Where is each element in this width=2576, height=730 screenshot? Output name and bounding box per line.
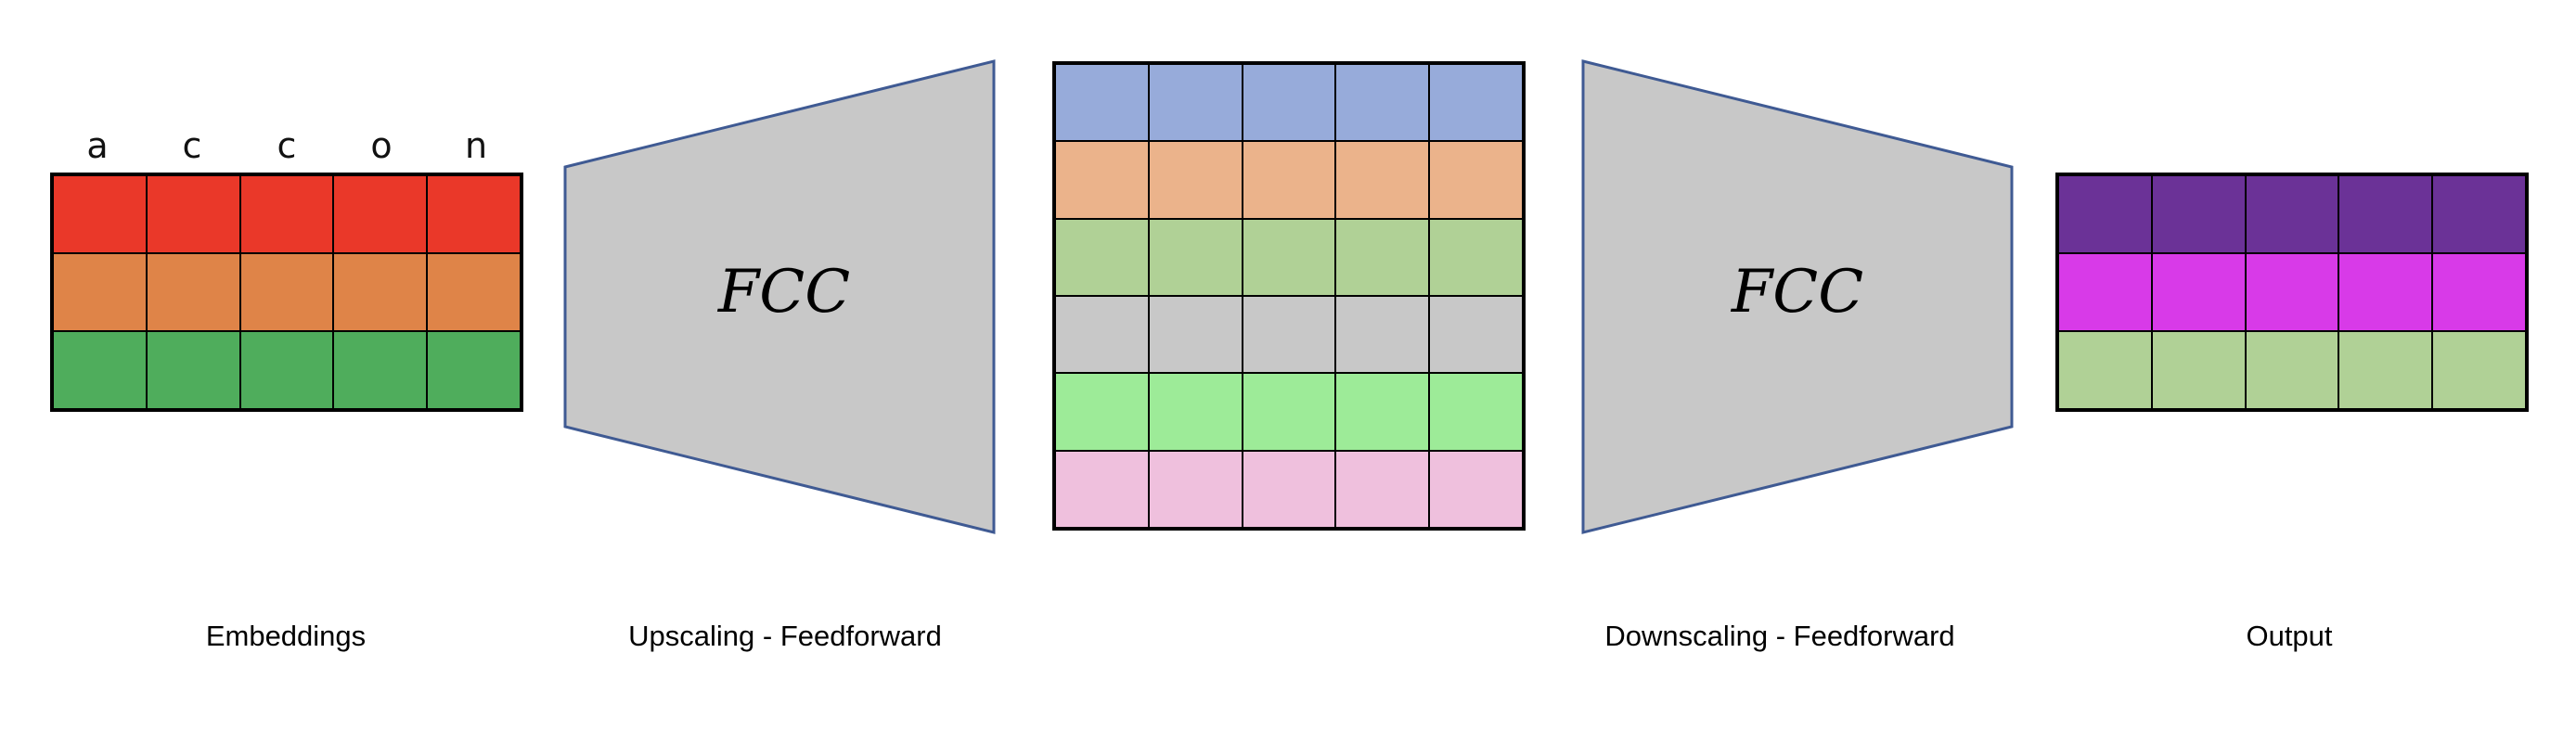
- downscaling-block: FCC: [1581, 59, 2014, 534]
- token-letter: o: [370, 125, 393, 166]
- matrix-cell: [2151, 331, 2246, 409]
- downscaling-caption: Downscaling - Feedforward: [1604, 620, 1955, 652]
- matrix-cell: [146, 253, 240, 331]
- matrix-cell: [1055, 450, 1149, 528]
- matrix-cell: [53, 253, 147, 331]
- matrix-cell: [239, 175, 334, 253]
- matrix-cell: [1242, 141, 1336, 219]
- matrix-cell: [1055, 296, 1149, 374]
- matrix-cell: [2058, 331, 2152, 409]
- matrix-cell: [2338, 253, 2433, 331]
- matrix-cell: [1335, 373, 1430, 451]
- matrix-cell: [2058, 253, 2152, 331]
- matrix-cell: [427, 175, 521, 253]
- matrix-cell: [2338, 175, 2433, 253]
- matrix-cell: [53, 331, 147, 409]
- matrix-cell: [1148, 373, 1243, 451]
- matrix-cell: [2432, 331, 2526, 409]
- token-letter: c: [182, 125, 202, 166]
- matrix-cell: [333, 331, 428, 409]
- upscaling-caption: Upscaling - Feedforward: [628, 620, 942, 652]
- matrix-cell: [146, 331, 240, 409]
- matrix-cell: [1055, 373, 1149, 451]
- matrix-cell: [53, 175, 147, 253]
- matrix-cell: [2151, 253, 2246, 331]
- upscaling-block: FCC: [563, 59, 996, 534]
- token-letters: a c c o n: [50, 122, 523, 169]
- hidden-matrix: [1052, 61, 1526, 531]
- matrix-cell: [1055, 141, 1149, 219]
- matrix-cell: [1242, 450, 1336, 528]
- matrix-cell: [1429, 218, 1523, 296]
- upscaling-trapezoid: [563, 59, 996, 534]
- embeddings-caption: Embeddings: [205, 620, 367, 652]
- matrix-cell: [1148, 64, 1243, 142]
- embeddings-matrix: [50, 173, 523, 412]
- matrix-cell: [1429, 64, 1523, 142]
- matrix-cell: [2432, 253, 2526, 331]
- matrix-cell: [2245, 175, 2339, 253]
- matrix-cell: [1242, 296, 1336, 374]
- matrix-cell: [1335, 450, 1430, 528]
- matrix-cell: [2245, 331, 2339, 409]
- matrix-cell: [2432, 175, 2526, 253]
- matrix-cell: [2338, 331, 2433, 409]
- matrix-cell: [1335, 64, 1430, 142]
- matrix-cell: [1429, 141, 1523, 219]
- token-letter: n: [464, 125, 488, 166]
- matrix-cell: [146, 175, 240, 253]
- matrix-cell: [1148, 450, 1243, 528]
- matrix-cell: [2245, 253, 2339, 331]
- token-letter: a: [86, 125, 109, 166]
- downscaling-trapezoid: [1581, 59, 2014, 534]
- matrix-cell: [1148, 141, 1243, 219]
- matrix-cell: [1148, 296, 1243, 374]
- matrix-cell: [1055, 218, 1149, 296]
- upscaling-fcc-label: FCC: [717, 258, 850, 327]
- matrix-cell: [1242, 64, 1336, 142]
- output-caption: Output: [2246, 620, 2333, 652]
- matrix-cell: [1429, 450, 1523, 528]
- matrix-cell: [239, 253, 334, 331]
- downscaling-fcc-label: FCC: [1731, 258, 1863, 327]
- output-matrix: [2055, 173, 2529, 412]
- matrix-cell: [1335, 141, 1430, 219]
- matrix-cell: [1242, 373, 1336, 451]
- matrix-cell: [427, 253, 521, 331]
- matrix-cell: [239, 331, 334, 409]
- token-letter: c: [277, 125, 297, 166]
- matrix-cell: [2058, 175, 2152, 253]
- matrix-cell: [2151, 175, 2246, 253]
- matrix-cell: [1335, 296, 1430, 374]
- matrix-cell: [1335, 218, 1430, 296]
- matrix-cell: [1148, 218, 1243, 296]
- matrix-cell: [333, 253, 428, 331]
- matrix-cell: [333, 175, 428, 253]
- matrix-cell: [427, 331, 521, 409]
- matrix-cell: [1429, 373, 1523, 451]
- matrix-cell: [1242, 218, 1336, 296]
- matrix-cell: [1429, 296, 1523, 374]
- matrix-cell: [1055, 64, 1149, 142]
